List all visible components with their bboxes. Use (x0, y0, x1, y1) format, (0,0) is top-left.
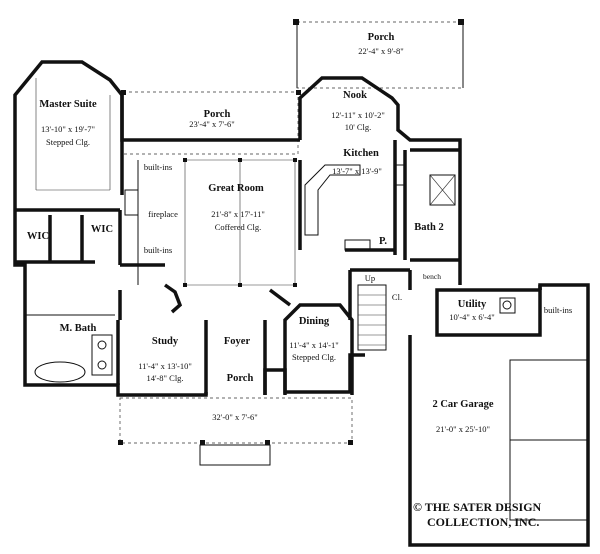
label-great-room: Great Room 21'-8" x 17'-11" Coffered Clg… (208, 183, 265, 232)
label-porch-front: Porch 32'-0" x 7'-6" (212, 373, 257, 422)
label-nook: Nook 12'-11" x 10'-2" 10' Clg. (331, 90, 385, 132)
label-study: Study 11'-4" x 13'-10" 14'-8" Clg. (138, 336, 192, 383)
great-room-dims: 21'-8" x 17'-11" (211, 209, 265, 219)
kitchen-dims: 13'-7" x 13'-9" (332, 166, 382, 176)
closet-label: Cl. (392, 292, 402, 302)
kitchen-name: Kitchen (343, 148, 379, 159)
label-foyer: Foyer (224, 336, 251, 347)
dining-name: Dining (299, 316, 330, 327)
porch-front-dims: 32'-0" x 7'-6" (212, 412, 257, 422)
study-note: 14'-8" Clg. (146, 373, 183, 383)
label-features: built-ins fireplace built-ins built-ins (144, 162, 572, 315)
master-suite-note: Stepped Clg. (46, 137, 90, 147)
label-master-suite: Master Suite 13'-10" x 19'-7" Stepped Cl… (39, 99, 97, 147)
master-suite-name: Master Suite (39, 99, 97, 110)
study-dims: 11'-4" x 13'-10" (138, 361, 192, 371)
great-room-coffer (124, 158, 297, 287)
fireplace-label: fireplace (148, 209, 178, 219)
kitchen-island (304, 164, 406, 251)
label-dining: Dining 11'-4" x 14'-1" Stepped Clg. (289, 316, 338, 362)
label-porch-top-right: Porch 22'-4" x 9'-8" (358, 32, 403, 56)
foyer-name: Foyer (224, 336, 251, 347)
utility-walls (435, 288, 542, 337)
builtins-utility: built-ins (544, 305, 572, 315)
label-garage: 2 Car Garage 21'-0" x 25'-10" (432, 399, 493, 434)
porch-center-outline (121, 90, 301, 155)
label-porch-center: Porch 23'-4" x 7'-6" (189, 109, 234, 129)
pantry-name: P. (379, 236, 387, 247)
label-m-bath: M. Bath (60, 323, 97, 334)
bath2-name: Bath 2 (414, 222, 443, 233)
nook-note: 10' Clg. (345, 122, 372, 132)
bench-label: bench (423, 272, 441, 281)
builtins-upper: built-ins (144, 162, 172, 172)
label-small-rooms: Bath 2 P. bench Up Cl. (365, 222, 444, 302)
wic-left-name: WIC (27, 231, 49, 242)
master-bath-fixtures (34, 334, 113, 383)
porch-top-right-name: Porch (368, 32, 395, 43)
bath2-fixtures (410, 148, 460, 206)
porch-top-right-dims: 22'-4" x 9'-8" (358, 46, 403, 56)
interior-walls (15, 140, 460, 395)
wic-right-name: WIC (91, 224, 113, 235)
garage-dims: 21'-0" x 25'-10" (436, 424, 490, 434)
great-room-name: Great Room (208, 183, 264, 194)
porch-center-name: Porch (204, 109, 231, 120)
porch-front-name: Porch (227, 373, 254, 384)
stairs (357, 284, 387, 351)
builtins-lower: built-ins (144, 245, 172, 255)
great-room-note: Coffered Clg. (215, 222, 262, 232)
nook-name: Nook (343, 90, 367, 101)
porch-center-dims: 23'-4" x 7'-6" (189, 119, 234, 129)
garage-walls (408, 283, 590, 547)
up-label: Up (365, 273, 375, 283)
nook-dims: 12'-11" x 10'-2" (331, 110, 385, 120)
dining-dims: 11'-4" x 14'-1" (289, 340, 338, 350)
entry-walls (163, 283, 292, 314)
dining-note: Stepped Clg. (292, 352, 336, 362)
copyright-line1: © THE SATER DESIGN (413, 500, 542, 514)
garage-name: 2 Car Garage (432, 399, 493, 410)
master-suite-dims: 13'-10" x 19'-7" (41, 124, 95, 134)
study-name: Study (152, 336, 179, 347)
copyright-line2: COLLECTION, INC. (427, 515, 539, 529)
copyright-notice: © THE SATER DESIGN COLLECTION, INC. (413, 500, 542, 529)
label-kitchen: Kitchen 13'-7" x 13'-9" (332, 148, 382, 176)
utility-name: Utility (458, 299, 487, 310)
label-utility: Utility 10'-4" x 6'-4" (449, 299, 494, 322)
m-bath-name: M. Bath (60, 323, 97, 334)
label-wic: WIC WIC (27, 224, 113, 242)
front-porch-outline (118, 397, 353, 466)
utility-dims: 10'-4" x 6'-4" (449, 312, 494, 322)
